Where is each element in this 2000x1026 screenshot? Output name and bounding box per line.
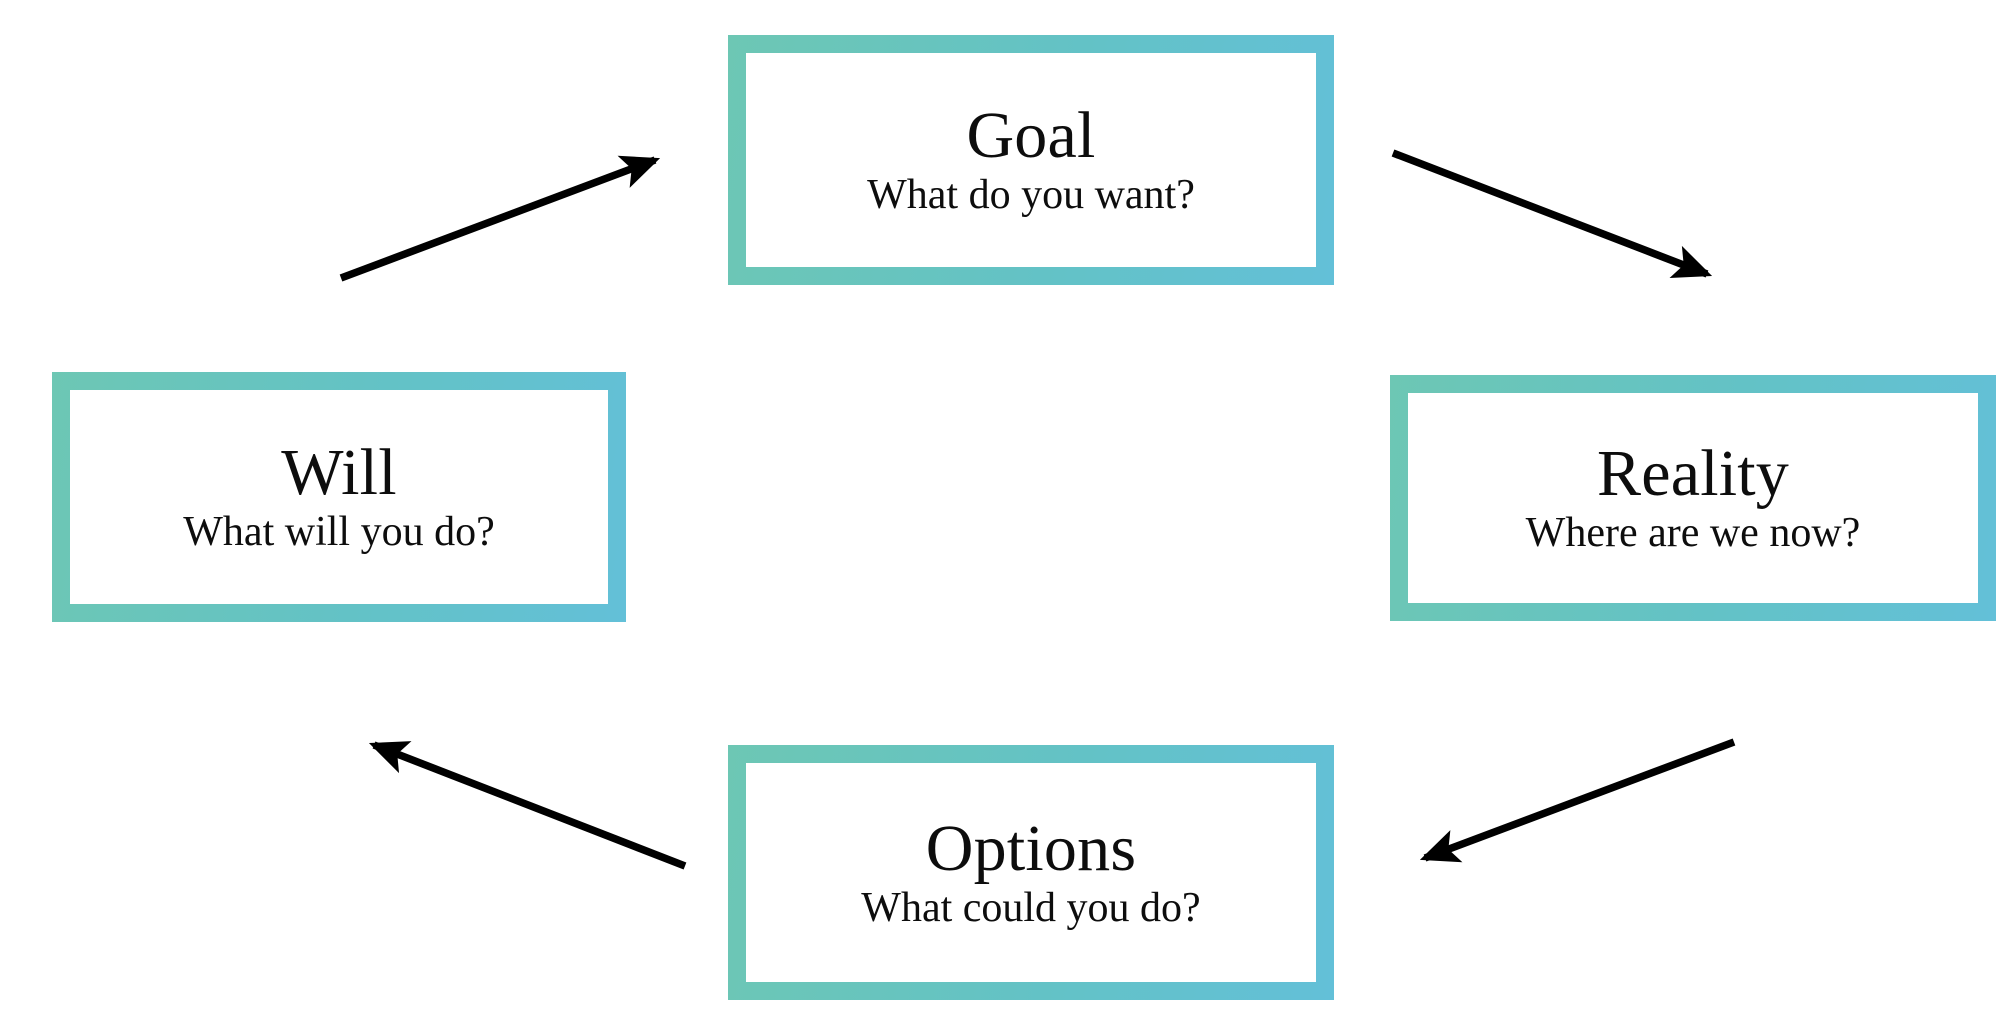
node-reality-subtitle: Where are we now?	[1525, 510, 1861, 557]
arrow-goal-to-reality	[1391, 149, 1713, 278]
arrow-will-to-goal	[339, 155, 661, 282]
node-goal-subtitle: What do you want?	[867, 172, 1195, 219]
node-reality[interactable]: Reality Where are we now?	[1390, 375, 1996, 621]
node-goal-inner: Goal What do you want?	[746, 53, 1316, 267]
node-reality-inner: Reality Where are we now?	[1408, 393, 1978, 603]
node-will-subtitle: What will you do?	[183, 509, 495, 556]
node-reality-title: Reality	[1596, 437, 1790, 511]
arrow-options-to-will	[368, 741, 687, 870]
node-will-title: Will	[281, 436, 397, 510]
node-will-inner: Will What will you do?	[70, 390, 608, 604]
arrow-reality-to-options	[1419, 738, 1736, 863]
node-goal-title: Goal	[966, 99, 1096, 173]
node-options-title: Options	[925, 811, 1137, 885]
node-goal[interactable]: Goal What do you want?	[728, 35, 1334, 285]
node-options-subtitle: What could you do?	[861, 884, 1201, 931]
node-will[interactable]: Will What will you do?	[52, 372, 626, 622]
node-options-inner: Options What could you do?	[746, 763, 1316, 982]
node-options[interactable]: Options What could you do?	[728, 745, 1334, 1000]
